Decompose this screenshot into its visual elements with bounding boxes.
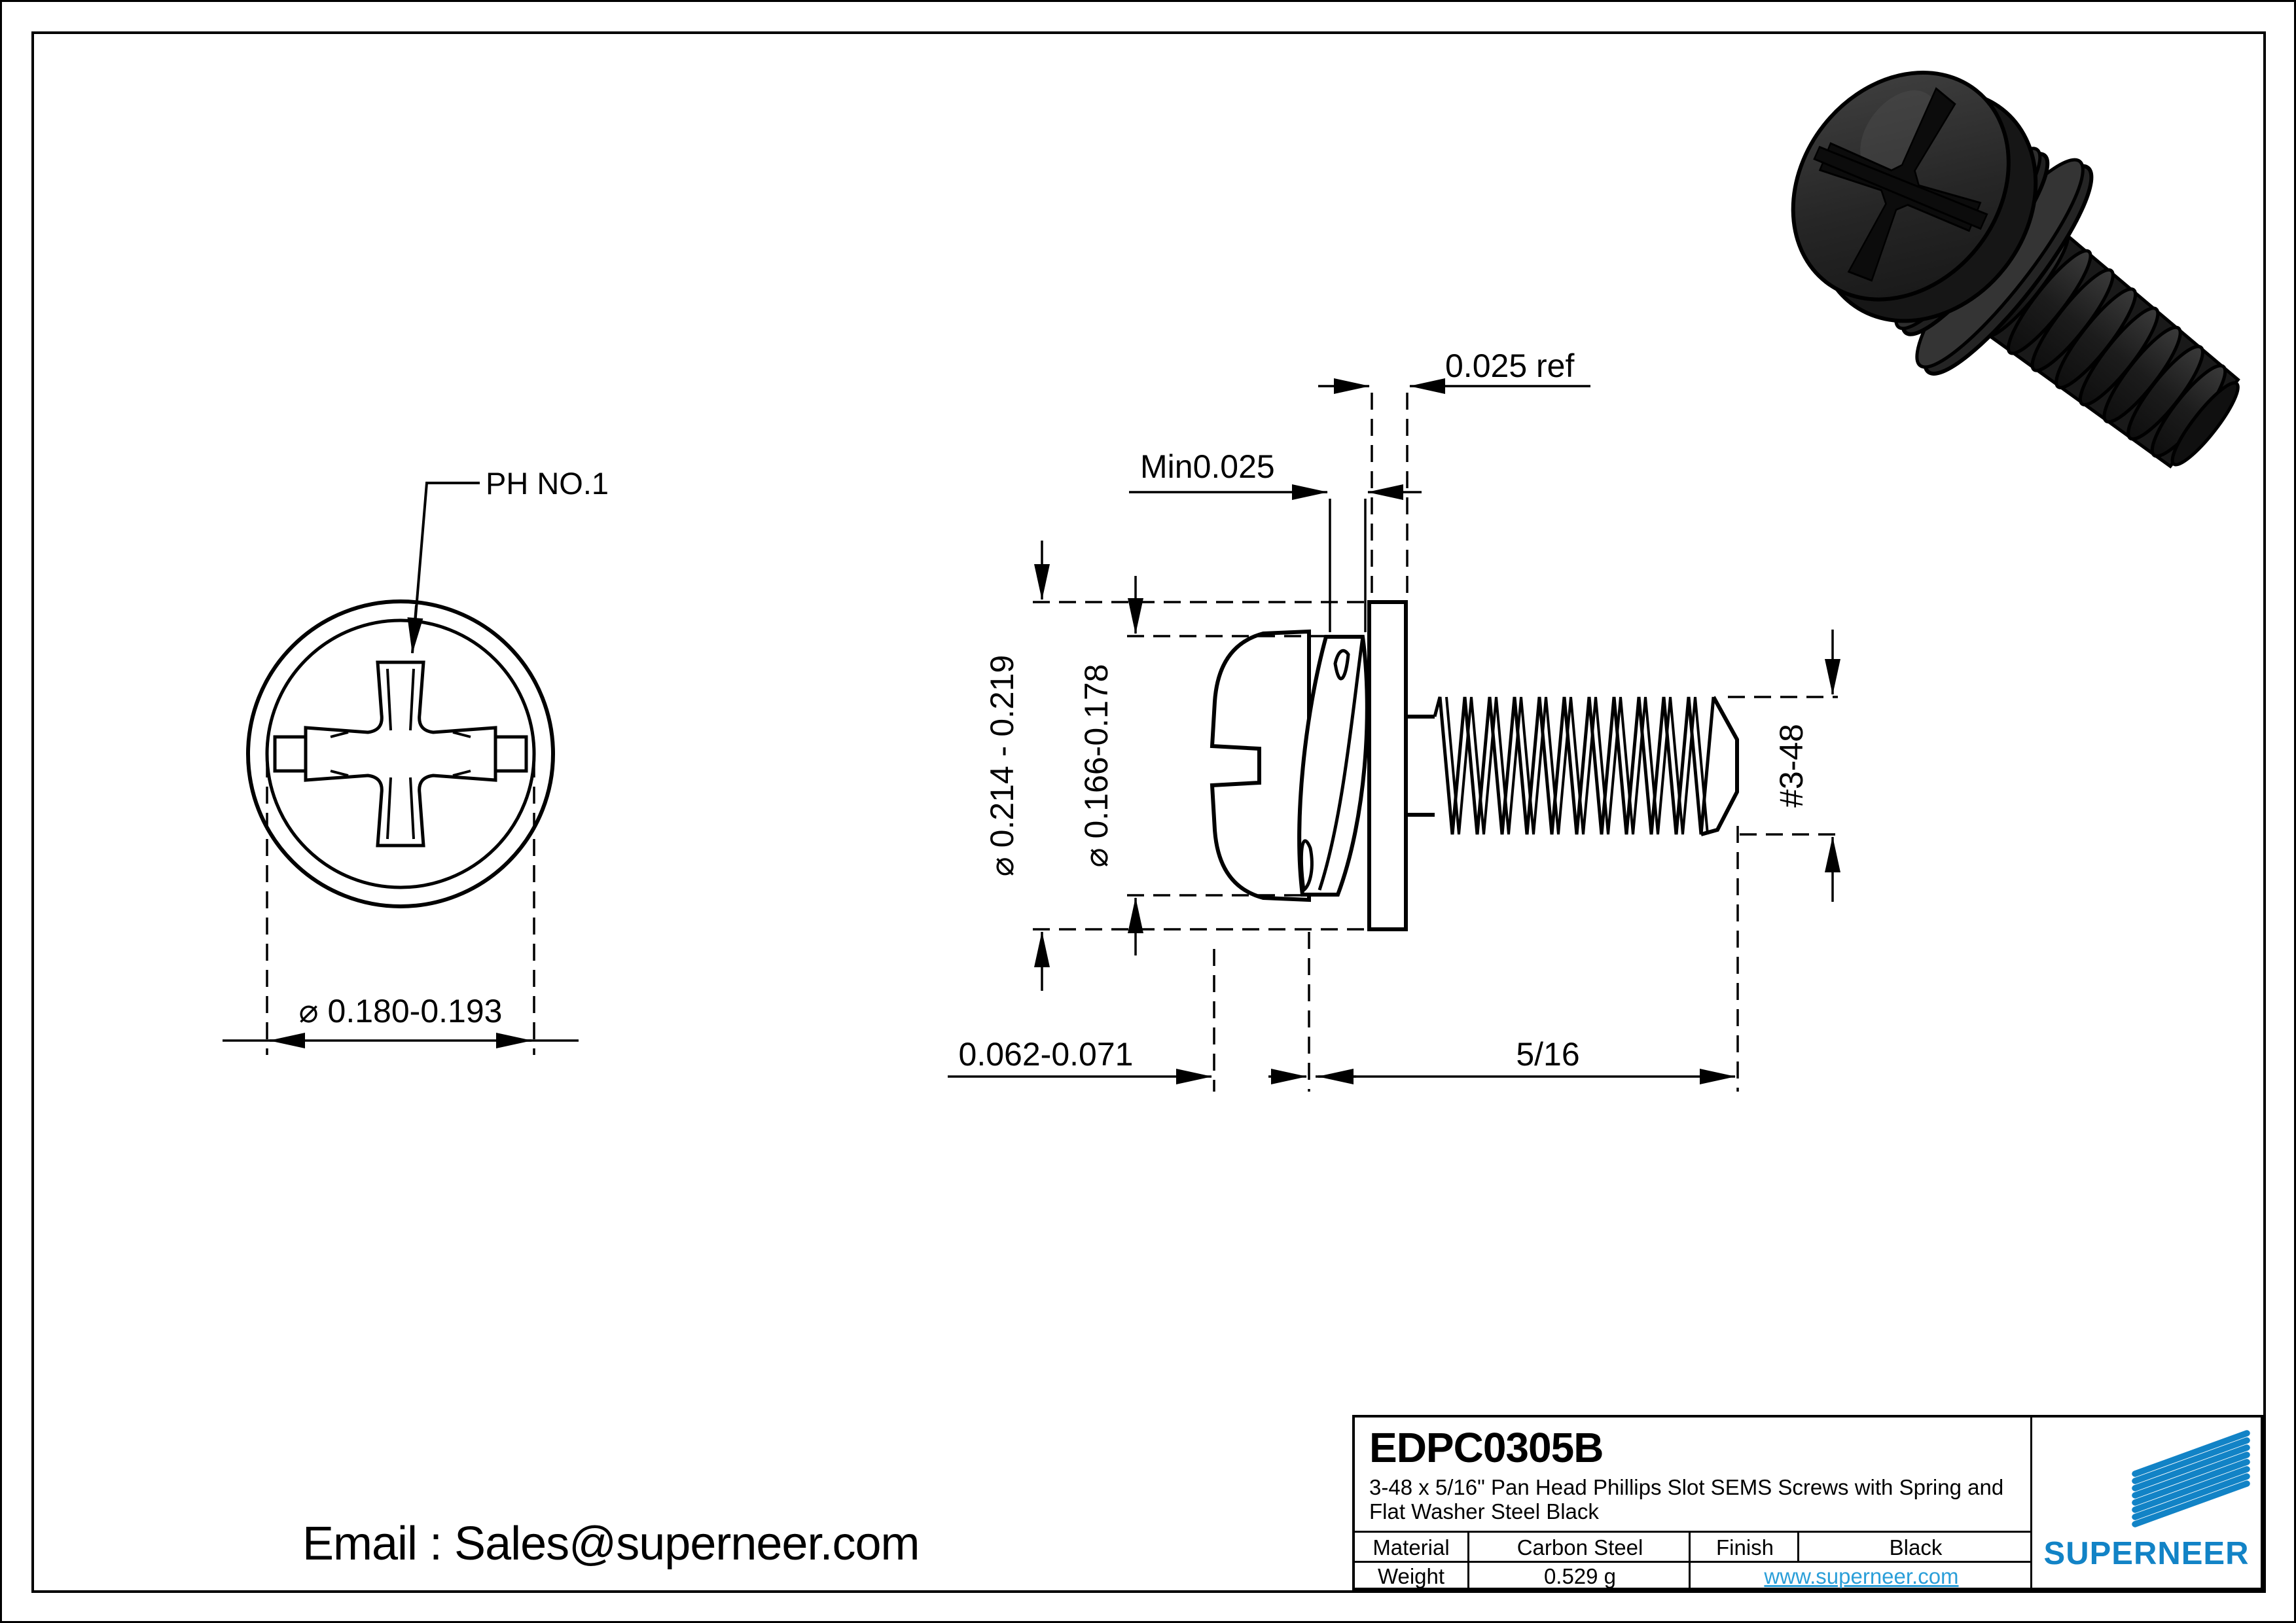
logo-cell: SUPERNEER	[2030, 1418, 2261, 1588]
material-label: Material	[1372, 1535, 1450, 1560]
head-height-label: 0.062-0.071	[959, 1036, 1134, 1073]
flat-washer	[1367, 600, 1408, 931]
dim-washer-thickness: 0.025 ref	[1318, 348, 1590, 597]
head-od-label: ⌀ 0.180-0.193	[299, 993, 503, 1029]
website-link[interactable]: www.superneer.com	[1689, 1563, 2032, 1590]
dim-head-od: ⌀ 0.180-0.193	[223, 760, 579, 1055]
phillips-recess-inner-lines	[330, 668, 471, 840]
spring-washer	[1297, 635, 1369, 897]
thread-tip-chamfer	[1700, 696, 1739, 836]
thread-size-label: #3-48	[1773, 724, 1810, 808]
superneer-logo-stripes-icon	[2132, 1430, 2250, 1527]
phillips-recess	[304, 660, 497, 847]
brand-name: SUPERNEER	[2043, 1536, 2250, 1571]
finish-label: Finish	[1689, 1533, 1799, 1563]
thread-profile	[1433, 696, 1739, 836]
dim-thread-size: #3-48	[1728, 630, 1840, 902]
title-block: EDPC0305B 3-48 x 5/16" Pan Head Phillips…	[1352, 1415, 2263, 1590]
front-view: PH NO.1 ⌀ 0.180-0.193	[223, 466, 609, 1055]
dim-spring-od: ⌀ 0.166-0.178	[1078, 576, 1325, 955]
part-description-line2: Flat Washer Steel Black	[1369, 1499, 1599, 1524]
side-view: 0.025 ref Min0.025 ⌀ 0.214 - 0.219	[948, 348, 1840, 1092]
dim-spring-thickness: Min0.025	[1129, 448, 1422, 632]
weight-value: 0.529 g	[1467, 1563, 1691, 1590]
part-number: EDPC0305B	[1369, 1424, 1604, 1471]
dim-head-height-and-length: 0.062-0.071 5/16	[948, 826, 1739, 1092]
spring-od-label: ⌀ 0.166-0.178	[1078, 664, 1115, 868]
part-description-line1: 3-48 x 5/16" Pan Head Phillips Slot SEMS…	[1369, 1475, 2004, 1499]
contact-email: Email : Sales@superneer.com	[302, 1518, 920, 1570]
drive-callout: PH NO.1	[407, 466, 609, 654]
washer-od-label: ⌀ 0.214 - 0.219	[984, 655, 1020, 877]
drawing-frame-border	[31, 31, 2266, 1593]
material-value: Carbon Steel	[1467, 1533, 1691, 1563]
title-block-description-cell: EDPC0305B 3-48 x 5/16" Pan Head Phillips…	[1355, 1418, 2030, 1531]
part-description: 3-48 x 5/16" Pan Head Phillips Slot SEMS…	[1369, 1475, 2030, 1524]
weight-label: Weight	[1377, 1564, 1445, 1588]
material-row: Material Carbon Steel Finish Black	[1355, 1531, 2030, 1563]
spring-thickness-label: Min0.025	[1140, 448, 1275, 485]
drive-label: PH NO.1	[486, 466, 609, 501]
pan-head-profile	[1210, 629, 1311, 902]
phillips-recess-3d	[1813, 87, 1988, 282]
weight-row: Weight 0.529 g www.superneer.com	[1355, 1561, 2030, 1590]
washer-thickness-label: 0.025 ref	[1445, 348, 1574, 384]
screw-3d-render	[1791, 71, 2240, 469]
dim-washer-od: ⌀ 0.214 - 0.219	[984, 541, 1368, 991]
thread-length-label: 5/16	[1516, 1036, 1579, 1073]
finish-value: Black	[1797, 1533, 2032, 1563]
